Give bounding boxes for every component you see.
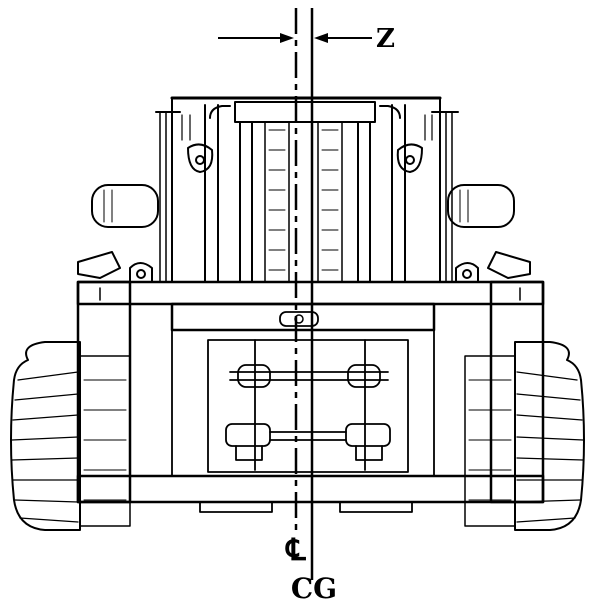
offset-dimension: [218, 33, 372, 43]
left-tire: [10, 341, 131, 531]
arrow-left-icon: [314, 33, 328, 43]
lower-mechanism: [171, 329, 435, 477]
center-of-gravity-label: CG: [291, 572, 337, 604]
mast-assembly: [187, 101, 423, 283]
centerline-label: ℄: [284, 533, 306, 568]
fender-details: [77, 251, 531, 283]
right-tire: [464, 341, 585, 531]
right-headlight: [447, 184, 515, 228]
left-headlight: [91, 184, 159, 228]
offset-label: Z: [376, 24, 395, 54]
arrow-right-icon: [280, 33, 294, 43]
fork-carriage-frame: [76, 280, 545, 513]
overhead-guard: [155, 96, 459, 283]
